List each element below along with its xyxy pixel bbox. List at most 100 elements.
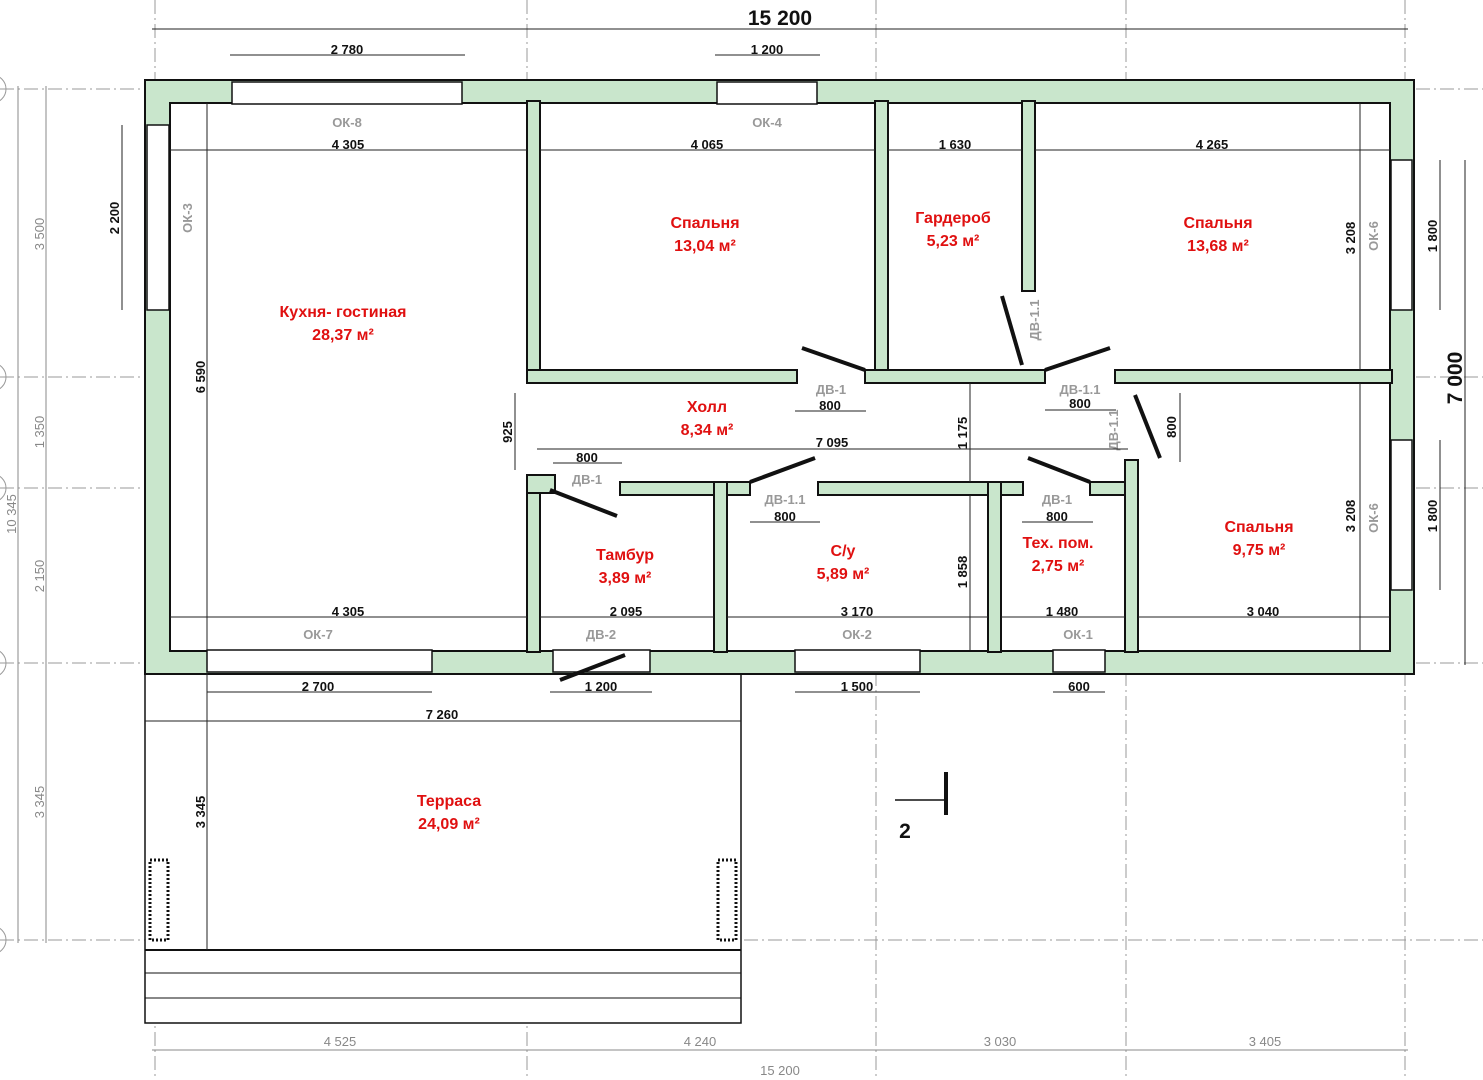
window-ok8 — [231, 81, 463, 105]
svg-text:4 065: 4 065 — [691, 137, 724, 152]
svg-text:13,68 м²: 13,68 м² — [1187, 238, 1249, 255]
svg-text:7 095: 7 095 — [816, 435, 849, 450]
svg-text:4 305: 4 305 — [332, 604, 365, 619]
svg-text:3 345: 3 345 — [193, 796, 208, 829]
svg-text:С/у: С/у — [831, 543, 856, 560]
svg-text:7 260: 7 260 — [426, 707, 459, 722]
svg-text:28,37 м²: 28,37 м² — [312, 327, 374, 344]
window-ok6 — [1390, 439, 1413, 591]
svg-text:1 858: 1 858 — [955, 556, 970, 589]
svg-text:Спальня: Спальня — [1224, 519, 1293, 536]
svg-text:ДВ-2: ДВ-2 — [586, 627, 616, 642]
svg-text:1 630: 1 630 — [939, 137, 972, 152]
svg-text:3,89 м²: 3,89 м² — [599, 570, 652, 587]
svg-text:1 200: 1 200 — [751, 42, 784, 57]
axis-dim: 3 405 — [1249, 1034, 1282, 1049]
svg-text:800: 800 — [819, 398, 841, 413]
entrance-door-dv2 — [552, 649, 651, 673]
svg-text:5,23 м²: 5,23 м² — [927, 233, 980, 250]
svg-text:1 200: 1 200 — [585, 679, 618, 694]
svg-text:9,75 м²: 9,75 м² — [1233, 542, 1286, 559]
svg-text:800: 800 — [576, 450, 598, 465]
terrace — [144, 672, 742, 1024]
svg-text:1 800: 1 800 — [1425, 220, 1440, 253]
svg-text:800: 800 — [1046, 509, 1068, 524]
window-ok7 — [206, 649, 433, 673]
svg-text:2 200: 2 200 — [107, 202, 122, 235]
room-terrace: Терраса 24,09 м² — [417, 793, 481, 833]
svg-text:24,09 м²: 24,09 м² — [418, 816, 480, 833]
svg-text:ОК-2: ОК-2 — [842, 627, 872, 642]
svg-text:1 480: 1 480 — [1046, 604, 1079, 619]
svg-text:ДВ-1.1: ДВ-1.1 — [1059, 382, 1100, 397]
svg-text:600: 600 — [1068, 679, 1090, 694]
svg-text:Спальня: Спальня — [670, 215, 739, 232]
room-hall: Холл 8,34 м² — [681, 399, 734, 439]
section-mark: 2 — [895, 772, 948, 843]
window-ok6 — [1390, 159, 1413, 311]
svg-text:800: 800 — [1069, 396, 1091, 411]
svg-text:2 780: 2 780 — [331, 42, 364, 57]
svg-text:Тех. пом.: Тех. пом. — [1023, 535, 1094, 552]
dimensions: 2 780 1 200 4 305 4 065 1 630 4 265 2 20… — [107, 42, 1441, 950]
window-ok4 — [716, 81, 818, 105]
svg-text:ДВ-1.1: ДВ-1.1 — [1027, 299, 1042, 340]
svg-text:ДВ-1: ДВ-1 — [1042, 492, 1072, 507]
svg-text:Терраса: Терраса — [417, 793, 481, 810]
svg-text:1 800: 1 800 — [1425, 500, 1440, 533]
svg-text:ДВ-1.1: ДВ-1.1 — [764, 492, 805, 507]
svg-text:2 700: 2 700 — [302, 679, 335, 694]
svg-text:ДВ-1: ДВ-1 — [816, 382, 846, 397]
axis-dim: 4 240 — [684, 1034, 717, 1049]
svg-text:3 040: 3 040 — [1247, 604, 1280, 619]
axis-dim: 2 150 — [32, 560, 47, 593]
svg-text:3 208: 3 208 — [1343, 222, 1358, 255]
room-bedroom-1: Спальня 13,04 м² — [670, 215, 739, 255]
window-ok2 — [794, 649, 921, 673]
total-width-label: 15 200 — [748, 7, 812, 30]
svg-text:3 170: 3 170 — [841, 604, 874, 619]
svg-text:4 265: 4 265 — [1196, 137, 1229, 152]
svg-text:3 208: 3 208 — [1343, 500, 1358, 533]
svg-text:6 590: 6 590 — [193, 361, 208, 394]
svg-text:1 500: 1 500 — [841, 679, 874, 694]
svg-text:Тамбур: Тамбур — [596, 547, 654, 564]
svg-text:2 095: 2 095 — [610, 604, 643, 619]
svg-text:1 175: 1 175 — [955, 417, 970, 450]
axis-dim: 3 345 — [32, 786, 47, 819]
svg-text:2: 2 — [899, 820, 911, 843]
room-vestibule: Тамбур 3,89 м² — [596, 547, 654, 587]
svg-text:925: 925 — [500, 421, 515, 443]
svg-text:ОК-1: ОК-1 — [1063, 627, 1093, 642]
axis-dim: 3 030 — [984, 1034, 1017, 1049]
interior-walls — [526, 100, 1393, 653]
window-ok3 — [146, 124, 170, 311]
svg-text:800: 800 — [774, 509, 796, 524]
room-bedroom-3: Спальня 9,75 м² — [1224, 519, 1293, 559]
svg-text:4 305: 4 305 — [332, 137, 365, 152]
svg-text:Холл: Холл — [687, 399, 727, 416]
svg-text:8,34 м²: 8,34 м² — [681, 422, 734, 439]
svg-text:ОК-8: ОК-8 — [332, 115, 362, 130]
axis-dim: 1 350 — [32, 416, 47, 449]
room-bathroom: С/у 5,89 м² — [817, 543, 870, 583]
svg-text:ДВ-1.1: ДВ-1.1 — [1106, 409, 1121, 450]
axis-dim: 3 500 — [32, 218, 47, 251]
svg-text:2,75 м²: 2,75 м² — [1032, 558, 1085, 575]
svg-text:800: 800 — [1164, 416, 1179, 438]
svg-text:5,89 м²: 5,89 м² — [817, 566, 870, 583]
svg-text:ОК-6: ОК-6 — [1366, 221, 1381, 251]
total-depth-left: 10 345 — [4, 494, 19, 534]
svg-text:ОК-7: ОК-7 — [303, 627, 333, 642]
axis-dim: 4 525 — [324, 1034, 357, 1049]
opening-marks: ОК-8 ОК-4 ОК-3 ОК-6 ОК-6 ОК-7 ОК-2 ОК-1 … — [180, 115, 1381, 642]
svg-text:ОК-6: ОК-6 — [1366, 503, 1381, 533]
total-depth-label: 7 000 — [1444, 352, 1467, 405]
svg-text:13,04 м²: 13,04 м² — [674, 238, 736, 255]
svg-text:ДВ-1: ДВ-1 — [572, 472, 602, 487]
svg-text:ОК-3: ОК-3 — [180, 203, 195, 233]
